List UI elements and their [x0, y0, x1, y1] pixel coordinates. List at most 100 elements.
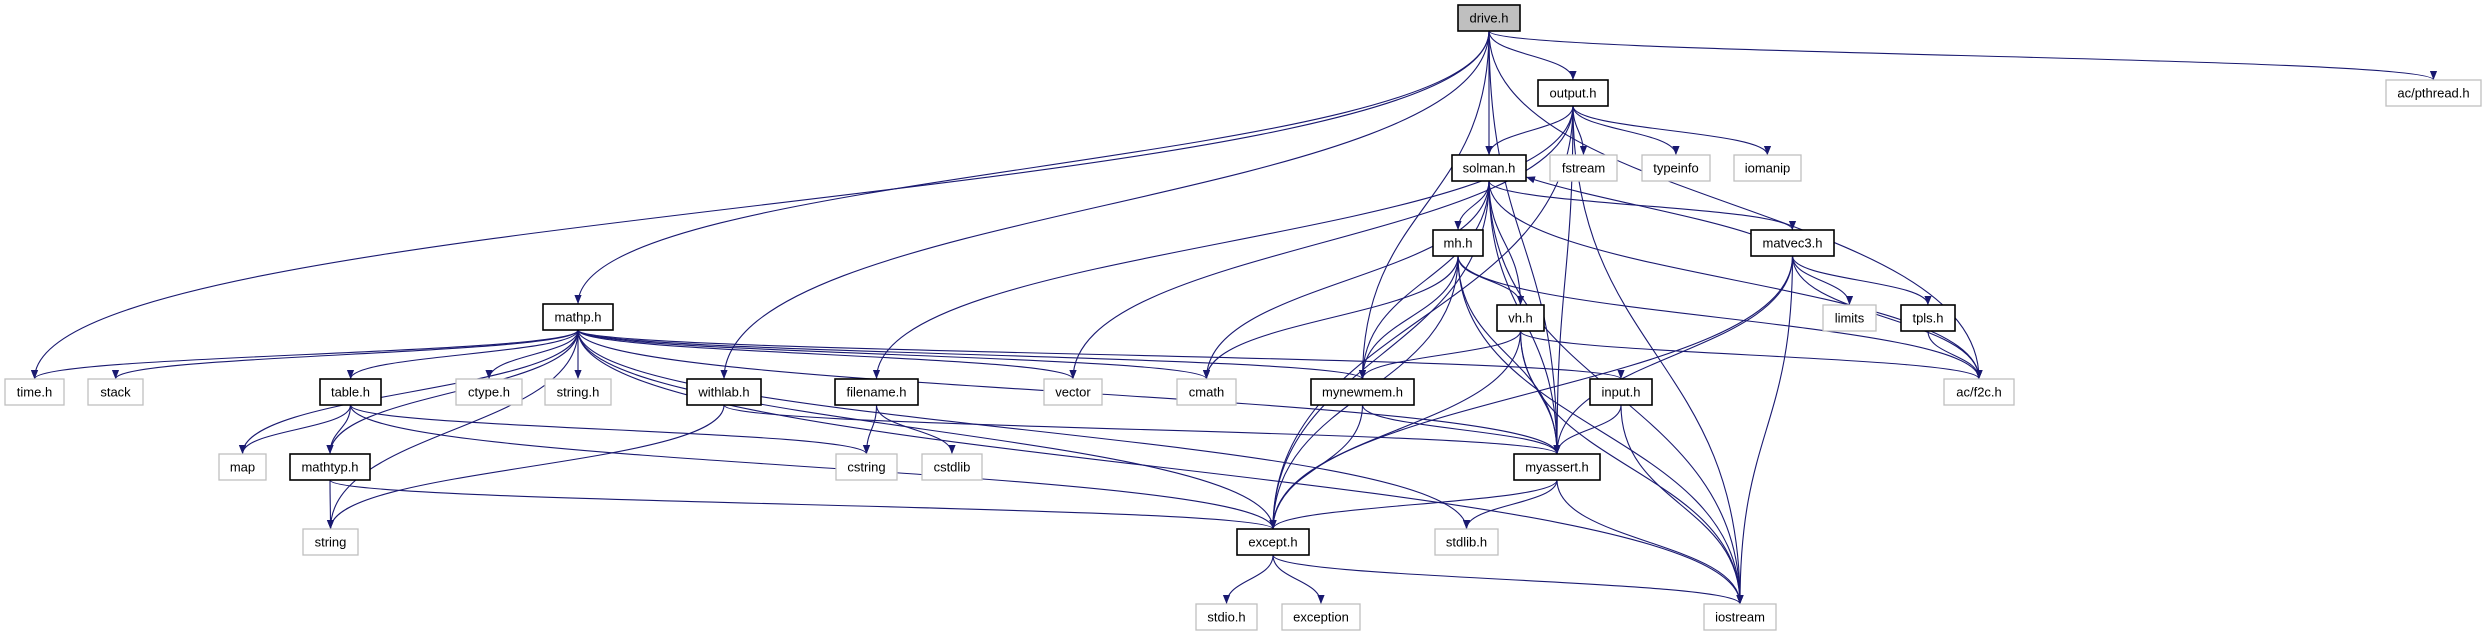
node-box[interactable] — [1310, 378, 1415, 406]
node-label: iostream — [1715, 610, 1765, 625]
node-string: string — [302, 528, 359, 556]
node-iostream: iostream — [1703, 603, 1777, 631]
node-box[interactable] — [1537, 79, 1609, 107]
edge-path — [1572, 105, 1744, 605]
node-box[interactable] — [1900, 304, 1956, 332]
node-myassert-h[interactable]: myassert.h — [1513, 453, 1601, 481]
edge-solman-h-to-mynewmem-h — [1358, 180, 1490, 380]
edge-path — [577, 329, 1471, 530]
node-label: except.h — [1248, 535, 1297, 550]
edge-path — [1485, 105, 1574, 156]
node-box — [1703, 603, 1777, 631]
edge-tpls-h-to-ac-f2c-h — [1927, 330, 1983, 380]
node-solman-h[interactable]: solman.h — [1451, 154, 1527, 182]
edge-path — [238, 329, 579, 455]
node-box — [1641, 154, 1711, 182]
edge-matvec3-h-to-tpls-h — [1791, 255, 1932, 306]
edge-mathp-h-to-cmath — [577, 329, 1210, 380]
node-label: ac/pthread.h — [2397, 86, 2469, 101]
node-except-h[interactable]: except.h — [1236, 528, 1310, 556]
edge-path — [349, 404, 870, 455]
node-input-h[interactable]: input.h — [1589, 378, 1653, 406]
node-box[interactable] — [1496, 304, 1545, 332]
node-output-h[interactable]: output.h — [1537, 79, 1609, 107]
edge-except-h-to-exception — [1272, 554, 1325, 605]
edge-mathp-h-to-map — [238, 329, 579, 455]
edge-input-h-to-myassert-h — [1553, 404, 1622, 455]
edge-path — [1488, 30, 2437, 81]
node-label: mathp.h — [555, 310, 602, 325]
edge-table-h-to-mathtyp-h — [326, 404, 352, 455]
node-ac-f2c-h: ac/f2c.h — [1943, 378, 2015, 406]
node-box[interactable] — [1513, 453, 1601, 481]
edge-table-h-to-cstring — [349, 404, 870, 455]
edge-mathp-h-to-stdlib-h — [577, 329, 1471, 530]
edge-drive-h-to-output-h — [1488, 30, 1577, 81]
edge-vh-h-to-ac-f2c-h — [1519, 330, 1983, 380]
node-mynewmem-h[interactable]: mynewmem.h — [1310, 378, 1415, 406]
node-tpls-h[interactable]: tpls.h — [1900, 304, 1956, 332]
edge-path — [1791, 255, 1932, 306]
node-box[interactable] — [289, 453, 371, 481]
edge-path — [577, 329, 1077, 380]
node-box[interactable] — [1589, 378, 1653, 406]
edge-mathtyp-h-to-except-h — [329, 479, 1277, 530]
node-table-h[interactable]: table.h — [319, 378, 382, 406]
node-label: filename.h — [847, 385, 907, 400]
node-mathp-h[interactable]: mathp.h — [542, 303, 614, 331]
node-label: vector — [1055, 385, 1091, 400]
edge-mathp-h-to-stack — [112, 329, 579, 380]
edge-path — [326, 479, 335, 530]
edge-output-h-to-except-h — [1269, 105, 1574, 530]
edge-path — [1488, 180, 1983, 380]
edge-path — [1202, 180, 1490, 380]
node-box — [1434, 528, 1499, 556]
node-typeinfo: typeinfo — [1641, 154, 1711, 182]
edge-solman-h-to-cmath — [1202, 180, 1490, 380]
node-label: myassert.h — [1525, 460, 1589, 475]
node-label: vh.h — [1508, 311, 1533, 326]
node-box — [1195, 603, 1258, 631]
node-box — [1549, 154, 1618, 182]
edge-mathtyp-h-to-string — [326, 479, 335, 530]
node-label: ctype.h — [468, 385, 510, 400]
edge-output-h-to-iostream — [1572, 105, 1744, 605]
node-drive-h[interactable]: drive.h — [1457, 4, 1521, 32]
node-label: output.h — [1550, 86, 1597, 101]
edges-layer — [30, 30, 2437, 605]
node-box — [1733, 154, 1802, 182]
edge-vh-h-to-iostream — [1519, 330, 1744, 605]
edge-path — [1457, 255, 1983, 380]
edge-input-h-to-iostream — [1620, 404, 1744, 605]
node-box — [544, 378, 612, 406]
node-box[interactable] — [1432, 229, 1484, 257]
node-filename-h[interactable]: filename.h — [834, 378, 919, 406]
edge-mathp-h-to-mathtyp-h — [326, 329, 579, 455]
node-label: iomanip — [1745, 161, 1791, 176]
node-mh-h[interactable]: mh.h — [1432, 229, 1484, 257]
edge-path — [1361, 404, 1561, 455]
node-box[interactable] — [542, 303, 614, 331]
node-box[interactable] — [1457, 4, 1521, 32]
node-box[interactable] — [1750, 229, 1835, 257]
node-fstream: fstream — [1549, 154, 1618, 182]
node-stdlib-h: stdlib.h — [1434, 528, 1499, 556]
node-box[interactable] — [834, 378, 919, 406]
edge-mathp-h-to-time-h — [31, 329, 579, 380]
edge-path — [485, 329, 579, 380]
node-matvec3-h[interactable]: matvec3.h — [1750, 229, 1835, 257]
edge-matvec3-h-to-limits — [1791, 255, 1854, 306]
node-box[interactable] — [1451, 154, 1527, 182]
node-mathtyp-h[interactable]: mathtyp.h — [289, 453, 371, 481]
node-limits: limits — [1822, 304, 1877, 332]
edge-mathp-h-to-string — [326, 329, 579, 530]
edge-path — [1519, 330, 1983, 380]
node-vh-h[interactable]: vh.h — [1496, 304, 1545, 332]
edge-matvec3-h-to-solman-h — [1525, 176, 1752, 235]
node-box[interactable] — [1236, 528, 1310, 556]
edge-path — [1462, 479, 1558, 530]
node-box[interactable] — [686, 378, 762, 406]
node-box[interactable] — [319, 378, 382, 406]
node-withlab-h[interactable]: withlab.h — [686, 378, 762, 406]
edge-mh-h-to-vh-h — [1457, 255, 1525, 306]
